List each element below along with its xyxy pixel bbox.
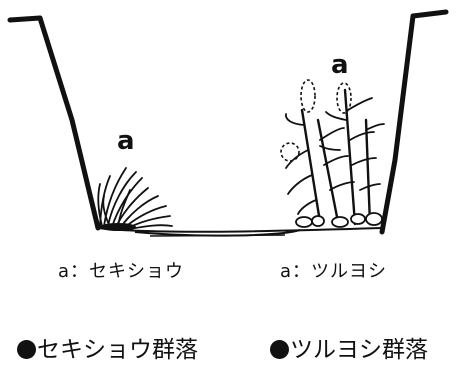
filled-circle-icon bbox=[17, 340, 36, 359]
filled-circle-icon bbox=[270, 340, 289, 359]
left-bank-wall bbox=[37, 15, 101, 231]
tsuruyoshi-panicles bbox=[280, 79, 352, 162]
legend-item-sekisho: セキショウ群落 bbox=[17, 330, 198, 364]
legend-item-tsuruyoshi: ツルヨシ群落 bbox=[270, 330, 428, 364]
channel-bed bbox=[97, 227, 383, 237]
caption-tsuruyoshi: a：ツルヨシ bbox=[280, 261, 388, 282]
caption-sekisho: a：セキショウ bbox=[58, 261, 185, 282]
tsuruyoshi-plant bbox=[300, 88, 372, 226]
right-bank-wall bbox=[379, 13, 416, 235]
legend-label-tsuruyoshi: ツルヨシ群落 bbox=[290, 337, 428, 363]
legend-label-sekisho: セキショウ群落 bbox=[37, 337, 198, 363]
marker-a-right: a bbox=[331, 50, 349, 80]
tsuruyoshi-leaves bbox=[285, 97, 385, 215]
channel-profile bbox=[7, 9, 449, 235]
marker-a-left: a bbox=[117, 126, 135, 156]
sekisho-plant bbox=[97, 167, 173, 230]
sekisho-base bbox=[100, 223, 136, 231]
left-bank-top bbox=[7, 15, 43, 23]
riverbed-stones bbox=[295, 212, 383, 228]
right-bank-top bbox=[410, 9, 449, 19]
